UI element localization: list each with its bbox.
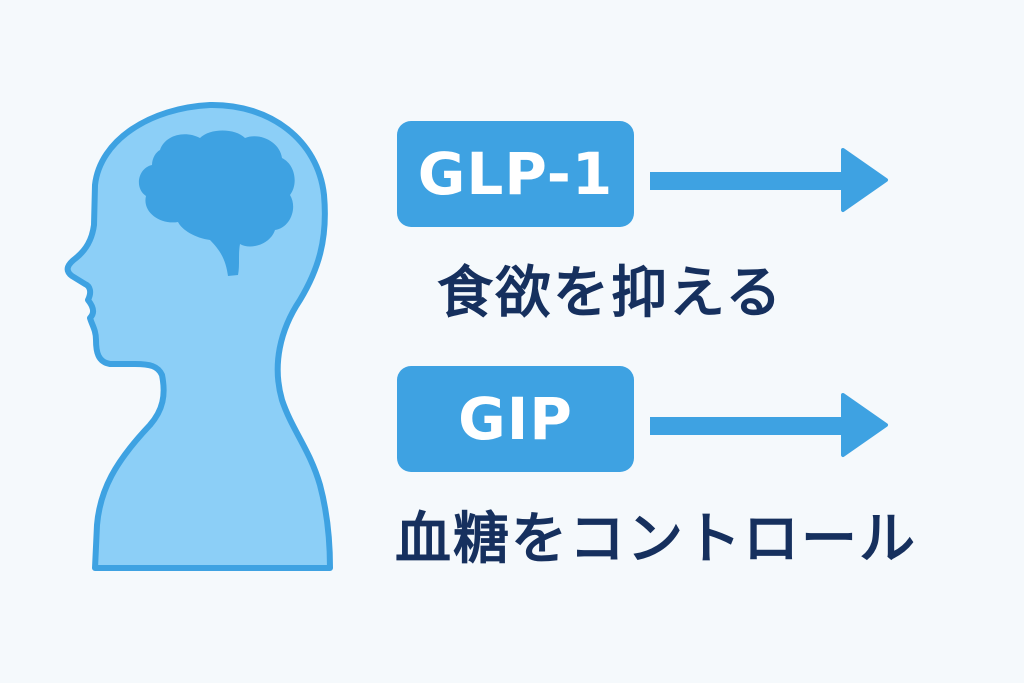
glp1-effect-text: 食欲を抑える [437,261,784,326]
gip-badge: GIP [397,366,634,472]
brain-icon [138,130,295,276]
gip-effect-text: 血糖をコントロール [395,507,917,572]
arrow-right-icon [650,393,888,457]
glp1-badge: GLP-1 [397,121,634,227]
arrow-right-icon [650,148,888,212]
